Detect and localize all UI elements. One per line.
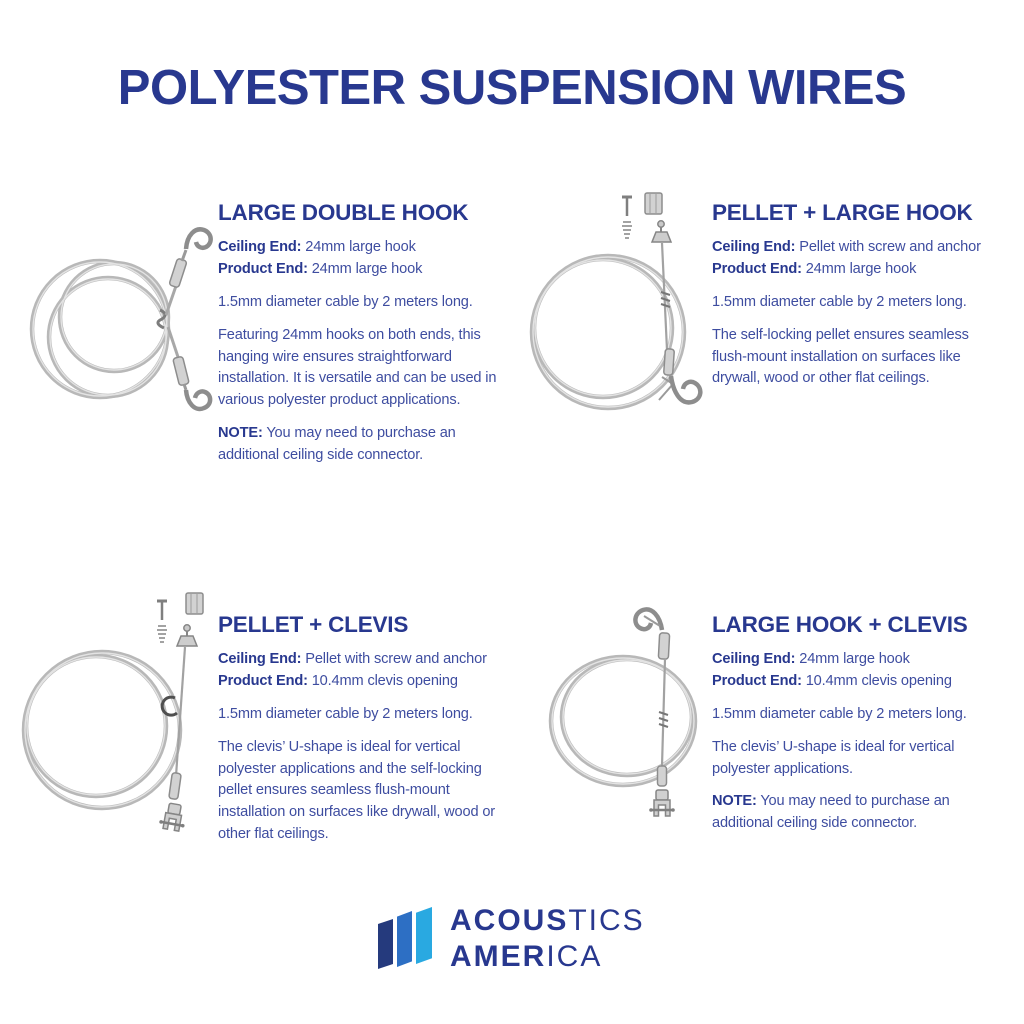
- wire-illustration-pellet-clevis-icon: [10, 578, 222, 850]
- product-title: LARGE HOOK + CLEVIS: [712, 612, 968, 637]
- cable-spec: 1.5mm diameter cable by 2 meters long.: [218, 293, 473, 310]
- spec-row: Ceiling End: 24mm large hook: [712, 649, 1000, 671]
- spec-row: Product End: 24mm large hook: [712, 259, 1000, 281]
- page-title: POLYESTER SUSPENSION WIRES: [117, 61, 907, 115]
- logo-text-light: ICA: [546, 940, 603, 973]
- spec-value: 24mm large hook: [311, 260, 423, 277]
- acoustics-america-logo: ACOUSTICS AMERICA: [378, 903, 645, 973]
- product-title: LARGE DOUBLE HOOK: [218, 200, 469, 225]
- logo-text-light: TICS: [568, 904, 645, 937]
- product-title: PELLET + CLEVIS: [218, 612, 409, 637]
- note-label: NOTE:: [712, 793, 757, 810]
- spec-row: Ceiling End: 24mm large hook: [218, 237, 514, 259]
- spec-value: 24mm large hook: [799, 651, 910, 667]
- logo-flag-lightblue-icon: [416, 907, 432, 964]
- product-card-pellet-clevis: PELLET + CLEVIS Ceiling End: Pellet with…: [10, 575, 510, 875]
- spec-list: Ceiling End: 24mm large hook Product End…: [218, 237, 514, 281]
- spec-label: Ceiling End:: [712, 239, 796, 255]
- logo-flag-navy-icon: [378, 919, 393, 969]
- spec-row: Product End: 10.4mm clevis opening: [218, 671, 514, 693]
- spec-label: Product End:: [712, 672, 802, 689]
- logo-flag-blue-icon: [397, 911, 412, 967]
- logo-text-bold: ACOUS: [450, 904, 569, 937]
- note-label: NOTE:: [218, 425, 263, 442]
- spec-value: 10.4mm clevis opening: [805, 672, 952, 689]
- note-text: You may need to purchase an additional c…: [712, 793, 950, 832]
- product-description: The clevis’ U-shape is ideal for vertica…: [218, 738, 496, 843]
- product-description: The clevis’ U-shape is ideal for vertica…: [712, 738, 955, 777]
- logo-wordmark: ACOUSTICS AMERICA: [450, 903, 645, 975]
- spec-row: Ceiling End: Pellet with screw and ancho…: [218, 649, 514, 671]
- spec-value: Pellet with screw and anchor: [799, 239, 981, 255]
- cable-spec: 1.5mm diameter cable by 2 meters long.: [712, 293, 967, 310]
- logo-text-bold: AMER: [450, 940, 547, 973]
- cable-spec: 1.5mm diameter cable by 2 meters long.: [218, 705, 473, 722]
- spec-list: Ceiling End: Pellet with screw and ancho…: [712, 237, 1000, 281]
- product-card-pellet-large-hook: PELLET + LARGE HOOK Ceiling End: Pellet …: [515, 180, 1000, 485]
- note-text: You may need to purchase an additional c…: [218, 425, 456, 464]
- product-description: The self-locking pellet ensures seamless…: [712, 326, 969, 387]
- cable-spec: 1.5mm diameter cable by 2 meters long.: [712, 705, 967, 722]
- spec-list: Ceiling End: Pellet with screw and ancho…: [218, 649, 514, 693]
- spec-label: Product End:: [712, 260, 802, 277]
- wire-illustration-pellet-hook-icon: [515, 180, 707, 428]
- product-title: PELLET + LARGE HOOK: [712, 200, 973, 225]
- logo-mark-icon: [378, 903, 432, 969]
- product-note: NOTE: You may need to purchase an additi…: [218, 423, 514, 467]
- product-card-large-hook-clevis: LARGE HOOK + CLEVIS Ceiling End: 24mm la…: [525, 575, 1000, 875]
- spec-row: Product End: 10.4mm clevis opening: [712, 671, 1000, 693]
- product-card-large-double-hook: LARGE DOUBLE HOOK Ceiling End: 24mm larg…: [15, 182, 510, 487]
- wire-illustration-hook-clevis-icon: [530, 578, 712, 833]
- product-note: NOTE: You may need to purchase an additi…: [712, 791, 1000, 835]
- spec-row: Ceiling End: Pellet with screw and ancho…: [712, 237, 1000, 259]
- spec-label: Product End:: [218, 260, 308, 277]
- logo-line-america: AMERICA: [450, 939, 645, 975]
- product-description: Featuring 24mm hooks on both ends, this …: [218, 326, 497, 409]
- wire-illustration-double-hook-icon: [15, 187, 215, 432]
- spec-value: 10.4mm clevis opening: [311, 672, 458, 689]
- spec-label: Ceiling End:: [218, 651, 302, 667]
- spec-value: 24mm large hook: [305, 239, 416, 255]
- spec-label: Product End:: [218, 672, 308, 689]
- spec-label: Ceiling End:: [218, 239, 302, 255]
- spec-list: Ceiling End: 24mm large hook Product End…: [712, 649, 1000, 693]
- spec-value: 24mm large hook: [805, 260, 917, 277]
- spec-value: Pellet with screw and anchor: [305, 651, 487, 667]
- logo-line-acoustics: ACOUSTICS: [450, 903, 645, 939]
- spec-label: Ceiling End:: [712, 651, 796, 667]
- spec-row: Product End: 24mm large hook: [218, 259, 514, 281]
